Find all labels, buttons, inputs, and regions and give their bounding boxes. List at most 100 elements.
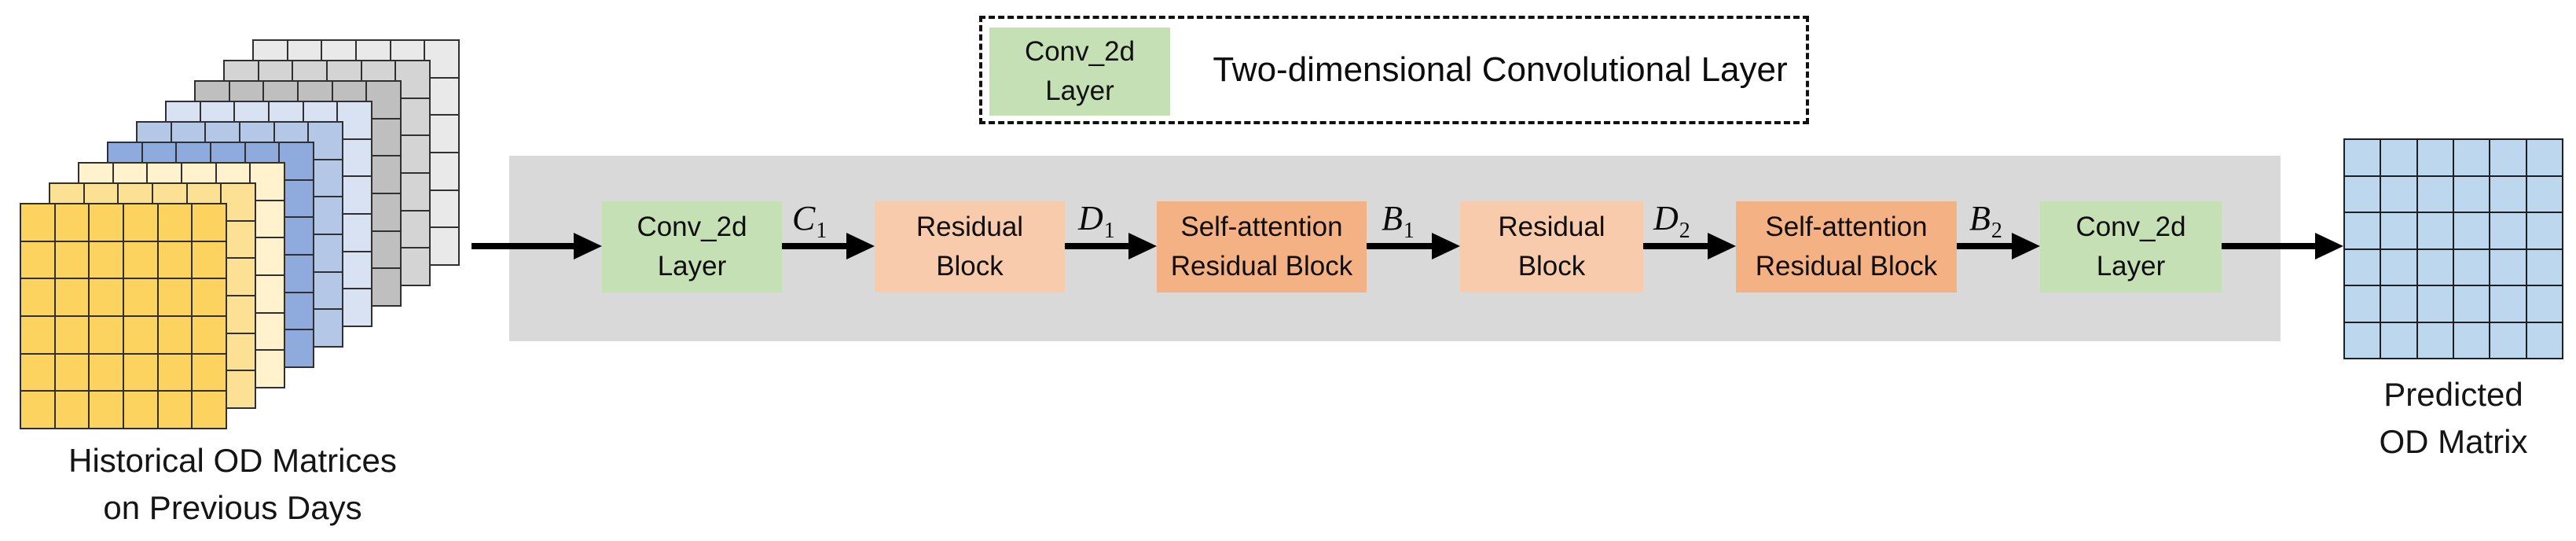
matrix-cell: [338, 289, 371, 326]
predicted-od-matrix: [2343, 138, 2563, 359]
flow-label-d1: D1: [1078, 199, 1115, 243]
matrix-cell: [338, 139, 371, 176]
block-residual-2: Residual Block: [1460, 201, 1643, 293]
matrix-cell: [90, 392, 123, 428]
matrix-cell: [367, 119, 400, 156]
matrix-cell: [55, 279, 89, 315]
matrix-cell: [21, 279, 54, 315]
matrix-cell: [90, 204, 123, 241]
block-label: Conv_2d Layer: [637, 212, 747, 282]
matrix-cell: [158, 354, 192, 391]
matrix-cell: [2417, 140, 2453, 175]
matrix-cell: [21, 392, 54, 428]
matrix-cell: [222, 333, 255, 370]
output-arrow: [2222, 233, 2343, 259]
matrix-cell: [2490, 176, 2526, 212]
matrix-cell: [396, 98, 429, 135]
matrix-cell: [338, 177, 371, 213]
flow-arrow-1: [782, 233, 875, 259]
matrix-cell: [2453, 176, 2490, 212]
matrix-cell: [2417, 176, 2453, 212]
legend-conv2d-swatch: Conv_2d Layer: [989, 28, 1170, 116]
flow-arrow-2: [1065, 233, 1157, 259]
block-conv2d-1: Conv_2d Layer: [602, 201, 782, 293]
matrix-cell: [280, 330, 313, 366]
matrix-cell: [338, 252, 371, 289]
matrix-cell: [396, 61, 429, 98]
matrix-cell: [124, 392, 157, 428]
matrix-cell: [193, 279, 226, 315]
matrix-cell: [251, 313, 284, 350]
matrix-cell: [124, 317, 157, 353]
matrix-cell: [158, 204, 192, 241]
matrix-cell: [2345, 176, 2380, 212]
matrix-cell: [251, 276, 284, 312]
matrix-cell: [158, 241, 192, 278]
matrix-cell: [90, 317, 123, 353]
matrix-cell: [55, 241, 89, 278]
matrix-cell: [2381, 286, 2416, 322]
matrix-cell: [222, 259, 255, 295]
matrix-cell: [55, 317, 89, 353]
matrix-cell: [2381, 322, 2416, 358]
matrix-cell: [367, 194, 400, 230]
matrix-cell: [2526, 322, 2562, 358]
matrix-cell: [425, 41, 458, 77]
flow-label-b2: B2: [1969, 199, 2002, 243]
matrix-cell: [2453, 140, 2490, 175]
matrix-cell: [396, 248, 429, 285]
matrix-cell: [2381, 249, 2416, 285]
matrix-cell: [2453, 213, 2490, 248]
flow-arrow-3: [1367, 233, 1460, 259]
matrix-cell: [193, 241, 226, 278]
matrix-cell: [90, 279, 123, 315]
matrix-cell: [21, 204, 54, 241]
matrix-cell: [2417, 213, 2453, 248]
block-label: Self-attention Residual Block: [1755, 212, 1938, 282]
matrix-cell: [396, 136, 429, 172]
matrix-cell: [2345, 249, 2380, 285]
matrix-cell: [2345, 140, 2380, 175]
matrix-cell: [222, 371, 255, 407]
matrix-cell: [367, 156, 400, 193]
matrix-cell: [2526, 249, 2562, 285]
matrix-cell: [124, 279, 157, 315]
matrix-cell: [425, 153, 458, 190]
matrix-cell: [124, 204, 157, 241]
matrix-cell: [158, 317, 192, 353]
matrix-cell: [309, 160, 342, 197]
matrix-cell: [309, 235, 342, 271]
input-arrow: [472, 233, 602, 259]
matrix-cell: [124, 354, 157, 391]
matrix-cell: [21, 354, 54, 391]
block-label: Residual Block: [916, 212, 1024, 282]
flow-label-c1: C1: [792, 199, 827, 243]
matrix-cell: [158, 279, 192, 315]
flow-label-b1: B1: [1382, 199, 1415, 243]
matrix-cell: [90, 241, 123, 278]
matrix-cell: [309, 310, 342, 346]
matrix-cell: [2490, 213, 2526, 248]
matrix-cell: [280, 143, 313, 179]
matrix-cell: [251, 201, 284, 237]
matrix-cell: [367, 231, 400, 268]
matrix-cell: [55, 392, 89, 428]
matrix-cell: [425, 78, 458, 115]
matrix-cell: [55, 204, 89, 241]
matrix-cell: [280, 256, 313, 292]
matrix-cell: [90, 354, 123, 391]
matrix-cell: [2345, 322, 2380, 358]
matrix-cell: [2453, 322, 2490, 358]
block-label: Self-attention Residual Block: [1170, 212, 1353, 282]
matrix-cell: [280, 180, 313, 217]
matrix-cell: [309, 123, 342, 159]
matrix-cell: [2381, 140, 2416, 175]
matrix-cell: [2526, 176, 2562, 212]
flow-arrow-5: [1957, 233, 2040, 259]
output-caption: Predicted OD Matrix: [2379, 376, 2528, 460]
legend-box: Conv_2d Layer Two-dimensional Convolutio…: [979, 16, 1809, 124]
matrix-cell: [2417, 322, 2453, 358]
matrix-cell: [251, 238, 284, 274]
matrix-cell: [2490, 249, 2526, 285]
